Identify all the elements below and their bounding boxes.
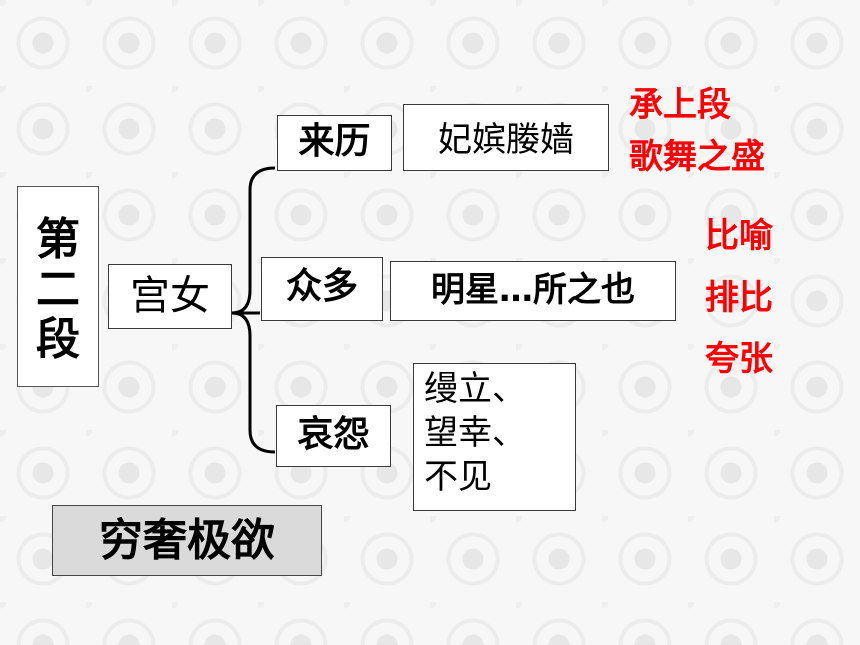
origin-detail-label: 妃嫔媵嫱 bbox=[438, 120, 574, 160]
subject-label: 宫女 bbox=[130, 273, 210, 319]
note-origin-line-2: 歌舞之盛 bbox=[629, 137, 765, 177]
subject-box: 宫女 bbox=[108, 264, 232, 329]
branch-lament-label: 哀怨 bbox=[297, 414, 370, 455]
lament-detail-line-2: 望幸、 bbox=[424, 413, 526, 453]
note-technique-metaphor: 比喻 bbox=[705, 216, 773, 256]
branch-origin-box: 来历 bbox=[277, 115, 392, 171]
connector-to-lament bbox=[231, 311, 276, 454]
note-technique-hyperbole: 夸张 bbox=[705, 339, 773, 379]
origin-detail-box: 妃嫔媵嫱 bbox=[403, 104, 609, 171]
branch-many-box: 众多 bbox=[261, 257, 383, 321]
section-label: 第二段 bbox=[36, 214, 80, 365]
branch-origin-label: 来历 bbox=[298, 121, 371, 162]
summary-box: 穷奢极欲 bbox=[52, 505, 322, 576]
lament-detail-line-1: 缦立、 bbox=[424, 369, 526, 409]
summary-label: 穷奢极欲 bbox=[99, 515, 275, 566]
lament-detail-box: 缦立、 望幸、 不见 bbox=[413, 363, 576, 511]
many-detail-box: 明星…所之也 bbox=[390, 261, 676, 321]
branch-many-label: 众多 bbox=[285, 266, 358, 307]
connector-to-origin bbox=[231, 166, 276, 315]
note-origin-line-1: 承上段 bbox=[629, 85, 731, 125]
note-technique-parallelism: 排比 bbox=[705, 278, 773, 318]
branch-lament-box: 哀怨 bbox=[276, 405, 391, 467]
lament-detail-line-3: 不见 bbox=[424, 457, 492, 497]
many-detail-label: 明星…所之也 bbox=[431, 270, 635, 310]
section-box: 第二段 bbox=[17, 186, 99, 387]
